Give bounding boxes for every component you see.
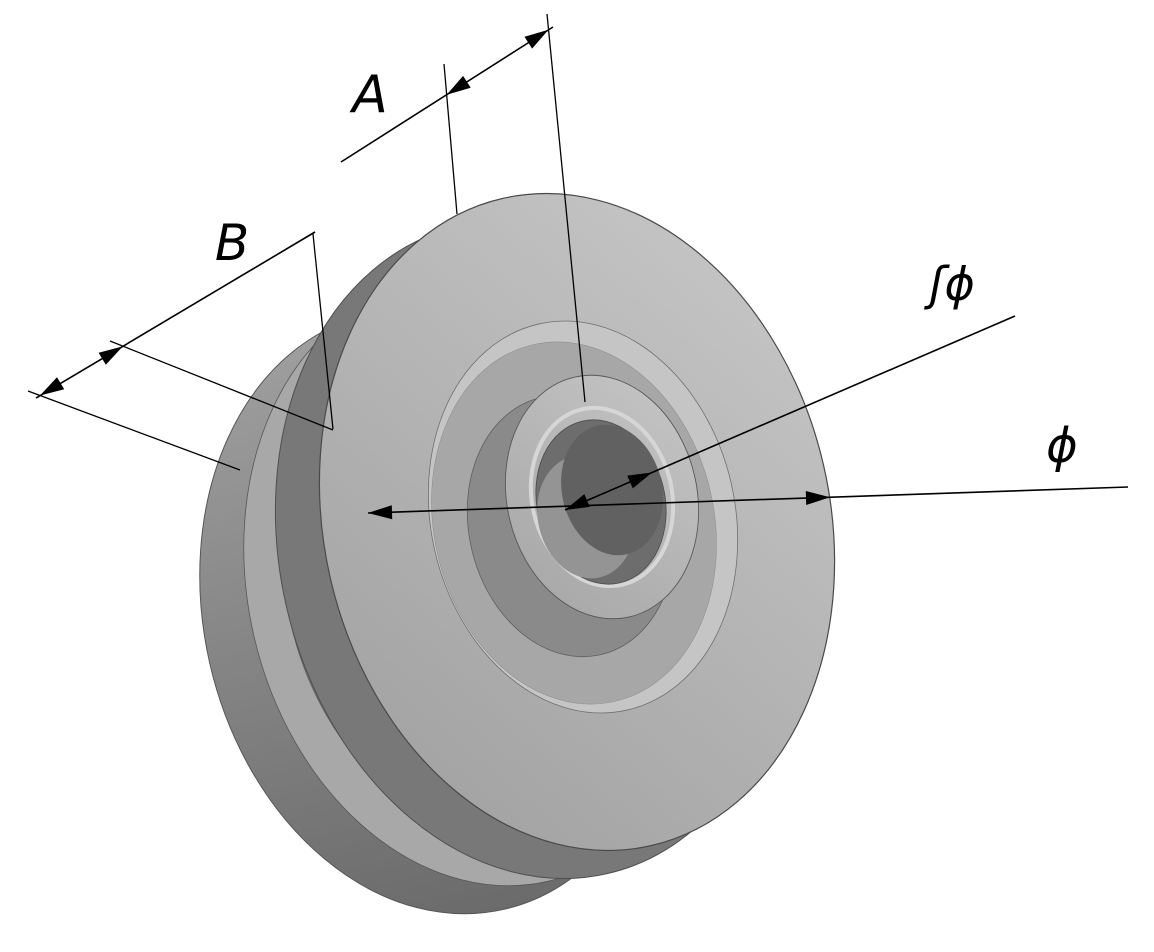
outer-diameter-label: ϕ bbox=[1046, 418, 1078, 474]
extension-line bbox=[443, 63, 458, 215]
hub-chamfer-ring bbox=[528, 405, 676, 589]
dimension-b: B bbox=[27, 214, 334, 471]
bore-diameter-dimension: ʃϕ bbox=[564, 257, 1016, 511]
extension-line bbox=[312, 233, 334, 430]
arrowhead bbox=[524, 29, 549, 49]
arrowhead bbox=[40, 377, 65, 396]
dim-b-label: B bbox=[215, 214, 249, 272]
arrowhead bbox=[98, 346, 123, 365]
dimension-a: A bbox=[340, 13, 586, 403]
arrowhead bbox=[627, 472, 652, 489]
dimension-line bbox=[35, 231, 316, 399]
arrowhead bbox=[368, 505, 393, 520]
arrowhead bbox=[446, 75, 471, 95]
arrowhead bbox=[805, 491, 830, 505]
extension-line bbox=[109, 340, 334, 431]
extension-line bbox=[546, 13, 586, 403]
bore-diameter-label: ʃϕ bbox=[923, 257, 975, 311]
outer-diameter-dimension: ϕ bbox=[367, 418, 1129, 520]
dimension-line bbox=[367, 486, 1129, 514]
extension-line bbox=[27, 390, 241, 471]
dim-a-label: A bbox=[349, 65, 388, 125]
